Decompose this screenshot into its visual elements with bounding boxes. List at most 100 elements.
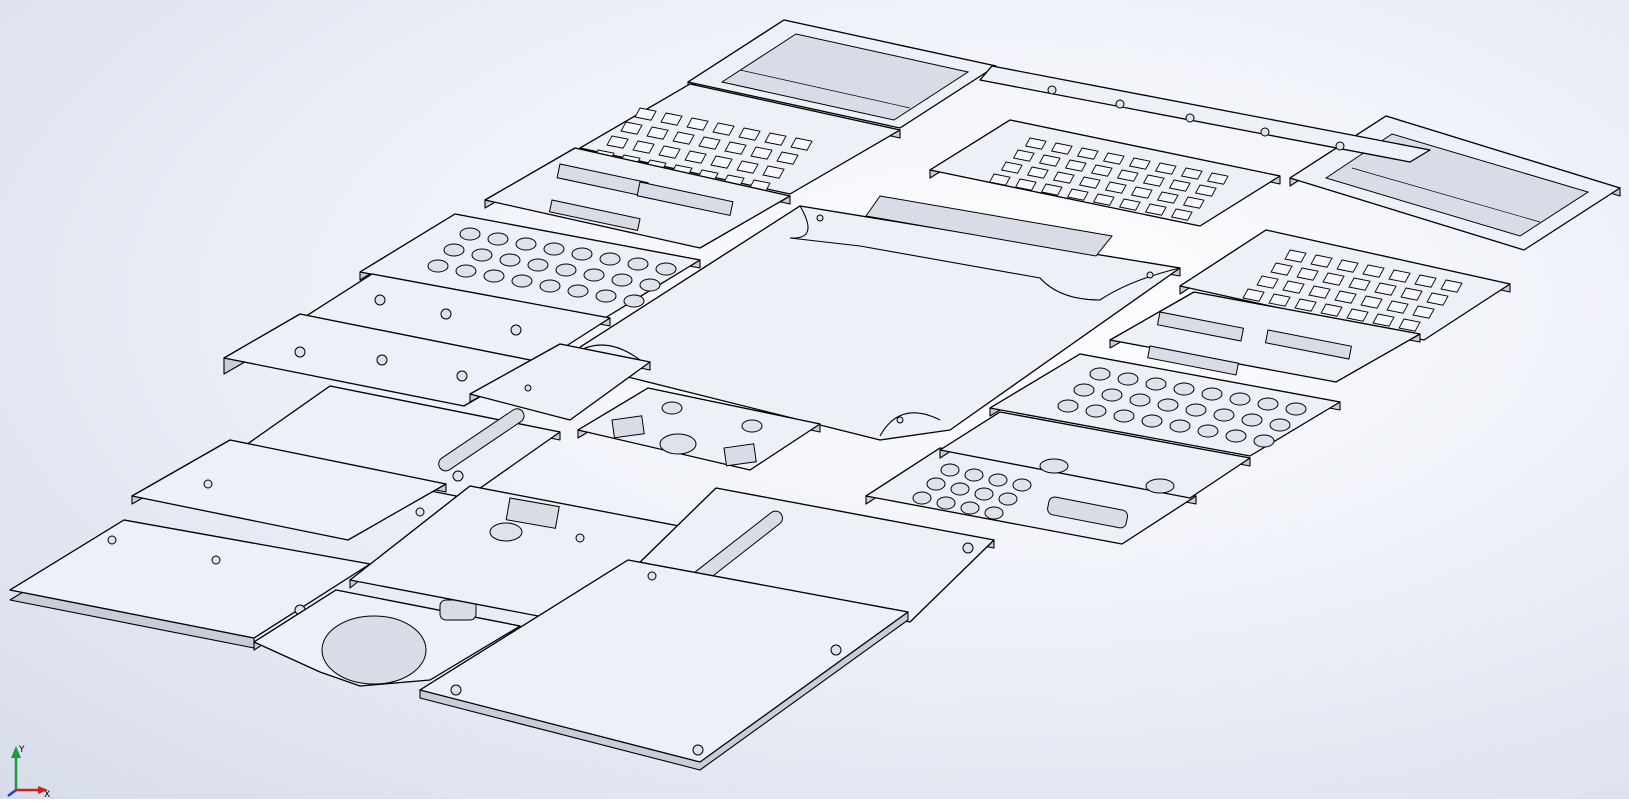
keycap <box>1090 164 1113 177</box>
keycap <box>1388 269 1411 283</box>
slot-panel-lower-center[interactable] <box>631 487 995 623</box>
keycap <box>712 122 735 136</box>
keycap <box>1144 203 1167 216</box>
keycap <box>1076 147 1099 160</box>
slot-module-right[interactable] <box>1109 291 1421 383</box>
large-panel-bottom[interactable] <box>419 559 909 771</box>
keycap <box>543 242 565 256</box>
keypad-module-upper-center[interactable] <box>929 119 1281 227</box>
keycap <box>471 248 493 262</box>
x-axis-label: X <box>44 790 50 798</box>
round-key-panel-right[interactable] <box>865 447 1197 545</box>
keycap <box>427 259 449 273</box>
slot-module-left[interactable] <box>484 147 791 249</box>
y-axis-label: Y <box>18 745 25 755</box>
keycap <box>611 273 633 287</box>
keycap <box>443 243 465 257</box>
keycap <box>1145 377 1167 391</box>
keycap <box>1360 295 1383 309</box>
frame-upper-left[interactable] <box>687 19 997 129</box>
bracket-center-left[interactable] <box>469 343 651 421</box>
keycap <box>1241 413 1263 427</box>
keycap <box>1113 409 1135 423</box>
keycap <box>936 496 956 510</box>
keycap <box>1213 408 1235 422</box>
keycap <box>686 117 709 131</box>
keycap <box>762 165 785 179</box>
keycap <box>1284 249 1307 263</box>
keycap <box>1102 152 1125 165</box>
keycap <box>1104 181 1127 194</box>
keycap <box>1168 179 1191 192</box>
keycap <box>1346 308 1369 322</box>
keycap <box>1026 166 1049 179</box>
plain-panel-lower-left-a[interactable] <box>131 439 447 541</box>
keycap <box>684 150 707 164</box>
keycap <box>660 112 683 126</box>
keycap <box>1101 388 1123 402</box>
keycap <box>1085 404 1107 418</box>
keycap <box>1257 397 1279 411</box>
keycap <box>499 253 521 267</box>
keycap <box>1294 298 1317 312</box>
keycap <box>1040 183 1063 196</box>
keypad-module-right[interactable] <box>1179 229 1511 341</box>
keycap <box>1129 393 1151 407</box>
keycap <box>998 492 1018 506</box>
keycap <box>1386 300 1409 314</box>
key-row-module-left[interactable] <box>359 213 701 319</box>
keycap <box>1268 293 1291 307</box>
keycap <box>974 487 994 501</box>
keycap <box>1194 184 1217 197</box>
keycap <box>1092 193 1115 206</box>
keycap <box>1000 161 1023 174</box>
keycap <box>655 262 677 276</box>
keycap <box>1012 478 1032 492</box>
keycap <box>634 107 657 121</box>
keycap <box>1185 403 1207 417</box>
coordinate-triad: Y X <box>4 742 54 800</box>
keycap <box>1014 178 1037 191</box>
keycap <box>1334 290 1357 304</box>
keycap <box>776 151 799 165</box>
z-axis-arrow <box>7 789 17 797</box>
keycap <box>1400 287 1423 301</box>
keycap <box>964 468 984 482</box>
keycap <box>1440 279 1463 293</box>
keycap <box>736 160 759 174</box>
keycap <box>1066 188 1089 201</box>
keycap <box>1372 313 1395 327</box>
keycap <box>1078 176 1101 189</box>
strip-panel-right[interactable] <box>939 411 1251 499</box>
keycap <box>960 501 980 515</box>
keycap <box>632 140 655 154</box>
top-rail-panel[interactable] <box>979 65 1431 163</box>
keycap <box>511 274 533 288</box>
keycap <box>1242 288 1265 302</box>
keycap <box>724 141 747 155</box>
round-cutout-plate[interactable] <box>253 589 521 687</box>
keycap <box>620 121 643 135</box>
keycap <box>487 232 509 246</box>
keycap <box>1285 402 1307 416</box>
keycap <box>599 252 621 266</box>
keycap <box>698 136 721 150</box>
keycap <box>988 173 1011 186</box>
keycap <box>515 237 537 251</box>
keycap <box>1398 318 1421 332</box>
keycap <box>750 146 773 160</box>
key-row-module-right[interactable] <box>989 353 1341 457</box>
keycap <box>1073 383 1095 397</box>
keycap <box>623 294 645 308</box>
keycap <box>1197 424 1219 438</box>
keycap <box>1310 254 1333 268</box>
keycap <box>1270 262 1293 276</box>
keycap <box>950 482 970 496</box>
keycap <box>1130 186 1153 199</box>
keycap <box>567 284 589 298</box>
cutout-panel-center[interactable] <box>577 387 821 471</box>
keycap <box>764 132 787 146</box>
keycap <box>539 279 561 293</box>
